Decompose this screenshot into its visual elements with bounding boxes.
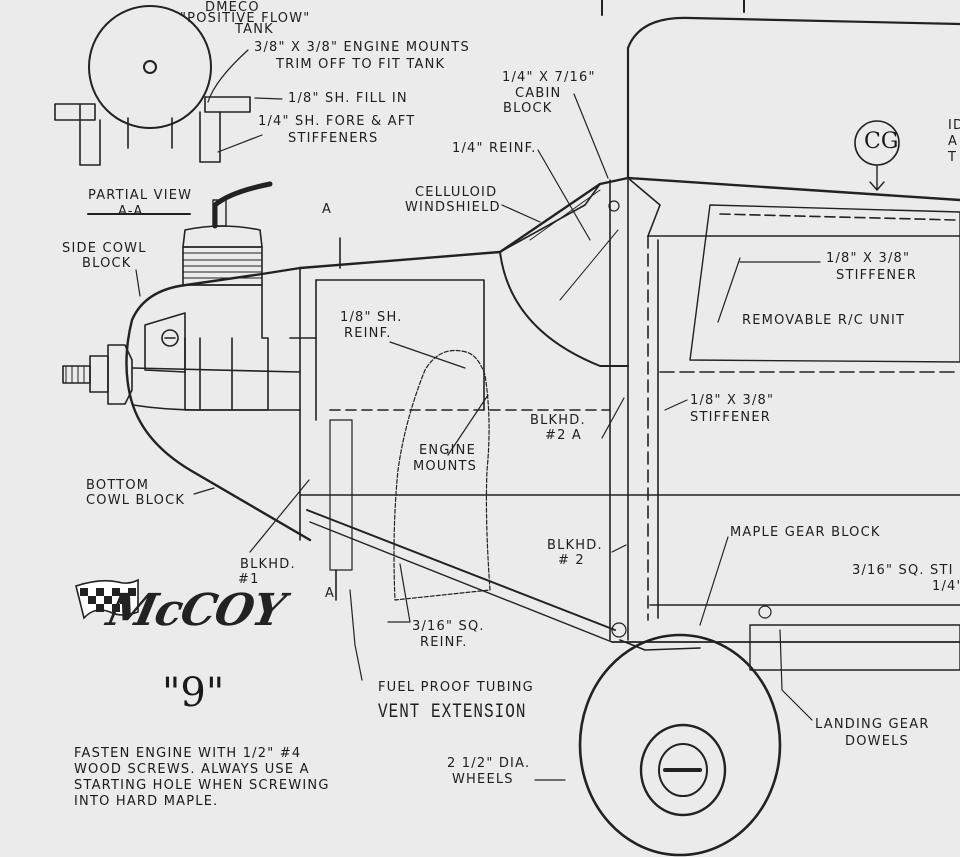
edge-text-2: A (948, 134, 959, 149)
removable-rc-label: REMOVABLE R/C UNIT (742, 313, 906, 328)
side-cowl-block-label: BLOCK (82, 256, 132, 271)
tank-word-label: TANK (235, 22, 274, 37)
rc-unit-box (689, 204, 960, 363)
section-a-top-label: A (322, 202, 333, 217)
mccoy-logo: McCOY (102, 585, 289, 636)
tank-brand-label: DMECO (205, 0, 260, 15)
celluloid-label: CELLULOID (415, 185, 498, 200)
engine-mounts-word-label: MOUNTS (413, 459, 478, 474)
partial-view-section-label: A-A (118, 204, 144, 219)
side-cowl-label: SIDE COWL (62, 241, 147, 256)
sheet-reinf-size-label: 1/8" SH. (340, 310, 403, 325)
landing-gear-label: LANDING GEAR (815, 717, 930, 732)
top-stiffener-label: STIFFENER (836, 268, 917, 283)
windshield-drawing (499, 177, 661, 367)
blkhd-2-label: BLKHD. (547, 538, 603, 553)
checkered-flag (75, 578, 139, 620)
engine-mounts-size-label: 3/8" X 3/8" ENGINE MOUNTS (254, 40, 470, 55)
quarter-reinf-label: 1/4" REINF. (452, 141, 537, 156)
top-stiffener-size-label: 1/8" X 3/8" (826, 251, 911, 266)
bottom-cowl-block-label: COWL BLOCK (86, 493, 186, 508)
blkhd-2a-label: BLKHD. (530, 413, 586, 428)
blkhd-1-number-label: #1 (238, 572, 260, 587)
edge-text-3: T (948, 150, 958, 165)
bottom-cowl-label: BOTTOM (86, 478, 150, 493)
blkhd-1-label: BLKHD. (240, 557, 296, 572)
partial-view-label: PARTIAL VIEW (88, 188, 193, 203)
fasten-note-line-4: INTO HARD MAPLE. (74, 794, 219, 809)
landing-gear-dowels-label: DOWELS (845, 734, 910, 749)
stiffeners-label: STIFFENERS (288, 131, 379, 146)
cabin-block-label: BLOCK (503, 101, 553, 116)
engine (144, 181, 273, 411)
edge-text-1: ID (948, 118, 960, 133)
engine-mounts-trim-label: TRIM OFF TO FIT TANK (276, 57, 446, 72)
fasten-note-line-1: FASTEN ENGINE WITH 1/2" #4 (74, 746, 302, 761)
model-number: "9" (162, 670, 225, 716)
fasten-note-line-2: WOOD SCREWS. ALWAYS USE A (74, 762, 310, 777)
cg-circle (854, 120, 900, 166)
fasten-note-line-3: STARTING HOLE WHEN SCREWING (74, 778, 330, 793)
sq-stiffener-label: 3/16" SQ. STI (852, 563, 954, 578)
cabin-block-size-label: 1/4" X 7/16" (502, 70, 596, 85)
windshield-label: WINDSHIELD (405, 200, 501, 215)
maple-gear-block-label: MAPLE GEAR BLOCK (730, 525, 881, 540)
wheels-size-label: 2 1/2" DIA. (447, 756, 531, 771)
tank-partial-view (54, 5, 251, 215)
wheels-label: WHEELS (452, 772, 514, 787)
engine-mounts-label: ENGINE (419, 443, 476, 458)
cg-mark: CG (864, 129, 899, 154)
mid-stiffener-size-label: 1/8" X 3/8" (690, 393, 775, 408)
blkhd-2a-number-label: #2 A (545, 428, 582, 443)
cabin-label: CABIN (515, 86, 562, 101)
section-a-bottom-label: A (325, 586, 336, 601)
sq-reinf-size-label: 3/16" SQ. (412, 619, 485, 634)
sq-reinf-label: REINF. (420, 635, 468, 650)
fasten-note: FASTEN ENGINE WITH 1/2" #4 WOOD SCREWS. … (74, 746, 330, 810)
stiffeners-size-label: 1/4" SH. FORE & AFT (258, 114, 416, 129)
fuel-tubing-label: FUEL PROOF TUBING (378, 680, 534, 695)
vent-extension-label: VENT EXTENSION (378, 700, 527, 724)
tank-name-label: "POSITIVE FLOW" (180, 11, 311, 26)
fill-in-label: 1/8" SH. FILL IN (288, 91, 408, 106)
mid-stiffener-label: STIFFENER (690, 410, 771, 425)
sheet-reinf-label: REINF. (344, 326, 392, 341)
sq-stiffener-size-label: 1/4" (932, 579, 960, 594)
blkhd-2-number-label: # 2 (558, 553, 585, 568)
landing-wheel (578, 605, 782, 857)
